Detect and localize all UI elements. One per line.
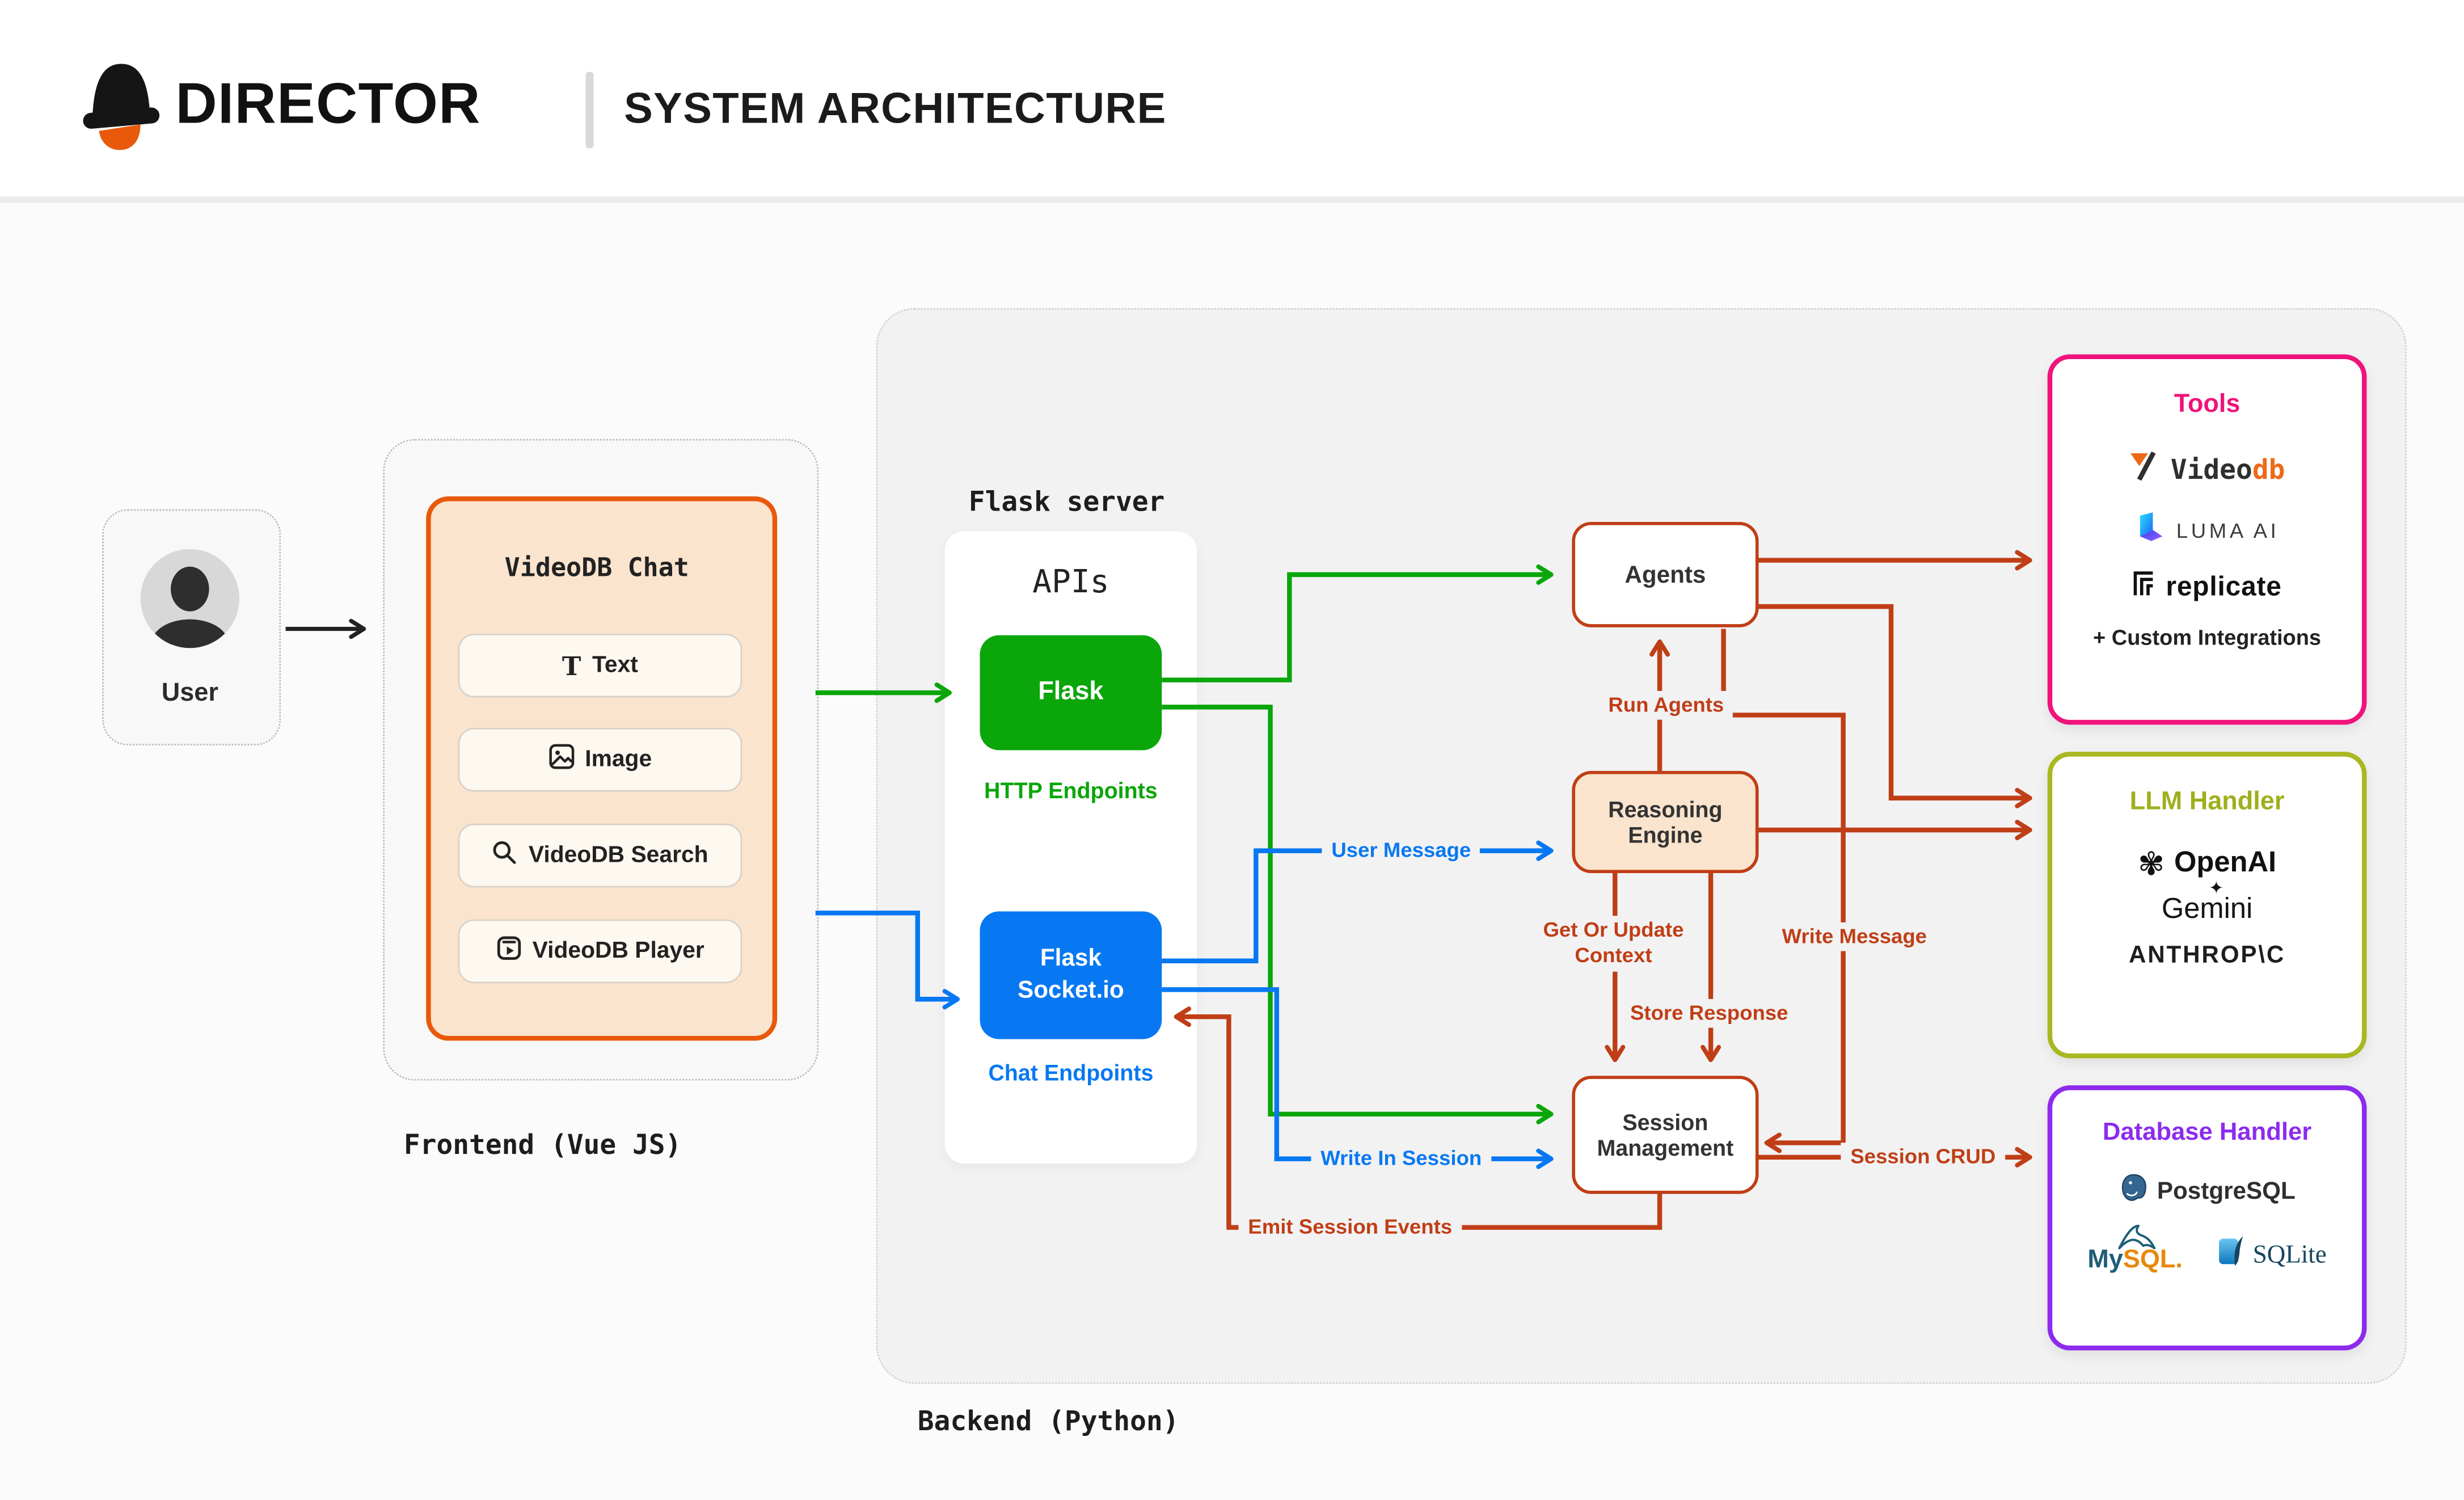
http-endpoints-label: HTTP Endpoints: [984, 777, 1158, 803]
header-divider: [585, 71, 594, 149]
player-icon: [496, 936, 521, 967]
postgresql-logo: PostgreSQL: [2052, 1173, 2362, 1210]
agents-node-label: Agents: [1625, 561, 1706, 588]
openai-logo-icon: ✾: [2137, 843, 2165, 882]
sqlite-logo-icon: [2218, 1236, 2243, 1275]
gemini-logo: Gemini ✦: [2052, 879, 2362, 926]
tools-panel-title: Tools: [2174, 391, 2241, 419]
custom-integrations-label: + Custom Integrations: [2093, 625, 2322, 650]
mysql-dolphin-icon: [2116, 1223, 2158, 1259]
image-button[interactable]: Image: [458, 727, 742, 792]
videodb-logo: Videodb: [2052, 451, 2362, 488]
reasoning-engine-node: Reasoning Engine: [1572, 770, 1759, 873]
openai-logo: ✾ OpenAI: [2052, 846, 2362, 879]
database-handler-title: Database Handler: [2102, 1119, 2312, 1147]
backend-caption: Backend (Python): [917, 1406, 1179, 1438]
app-header: DIRECTOR SYSTEM ARCHITECTURE: [0, 0, 2464, 203]
agents-node: Agents: [1572, 522, 1759, 627]
sqlite-logo: SQLite: [2218, 1236, 2327, 1275]
videodb-search-button[interactable]: VideoDB Search: [458, 823, 742, 888]
image-icon: [549, 744, 574, 776]
anthropic-logo-label: ANTHROP\C: [2128, 941, 2286, 969]
write-in-session-label: Write In Session: [1311, 1144, 1492, 1174]
gemini-sparkle-icon: ✦: [2209, 879, 2224, 899]
get-or-update-context-label: Get Or Update Context: [1530, 916, 1697, 971]
text-icon: T: [562, 650, 581, 681]
videodb-player-button[interactable]: VideoDB Player: [458, 919, 742, 984]
flask-node-label: Flask: [1038, 678, 1104, 706]
mysql-logo-word2: SQL: [2123, 1246, 2176, 1274]
chat-endpoints-label: Chat Endpoints: [988, 1060, 1154, 1086]
luma-logo-icon: [2135, 511, 2167, 550]
videodb-logo-word2: db: [2252, 454, 2285, 486]
mysql-logo-word1: My: [2087, 1246, 2123, 1274]
flask-node: Flask: [980, 635, 1162, 751]
user-label: User: [161, 680, 218, 707]
director-hat-icon: [80, 61, 163, 158]
search-icon: [492, 840, 517, 871]
llm-handler-panel: LLM Handler ✾ OpenAI Gemini ✦ ANTHROP\C: [2047, 752, 2367, 1059]
text-button[interactable]: T Text: [458, 633, 742, 698]
emit-session-events-label: Emit Session Events: [1238, 1212, 1462, 1242]
database-handler-panel: Database Handler PostgreSQL MySQL.: [2047, 1085, 2367, 1351]
tools-panel: Tools Videodb LUMA AI: [2047, 354, 2367, 725]
reasoning-engine-node-label: Reasoning Engine: [1608, 796, 1723, 848]
session-management-node: Session Management: [1572, 1076, 1759, 1194]
mysql-logo: MySQL.: [2087, 1224, 2183, 1275]
videodb-search-button-label: VideoDB Search: [528, 842, 708, 869]
user-message-label: User Message: [1322, 836, 1481, 866]
frontend-caption: Frontend (Vue JS): [403, 1130, 682, 1162]
luma-logo-label: LUMA AI: [2176, 519, 2280, 543]
replicate-logo-label: replicate: [2166, 570, 2282, 601]
write-message-label: Write Message: [1772, 922, 1936, 952]
gemini-logo-label: Gemini ✦: [2162, 879, 2252, 926]
text-button-label: Text: [592, 652, 638, 679]
videodb-player-button-label: VideoDB Player: [532, 938, 704, 964]
brand-name: DIRECTOR: [175, 70, 481, 136]
openai-logo-label: OpenAI: [2174, 846, 2277, 878]
llm-handler-title: LLM Handler: [2129, 788, 2285, 816]
user-avatar: [140, 549, 240, 648]
postgresql-logo-label: PostgreSQL: [2157, 1178, 2296, 1206]
videodb-logo-icon: [2129, 451, 2161, 488]
videodb-chat-title: VideoDB Chat: [504, 552, 689, 583]
session-management-node-label: Session Management: [1597, 1109, 1734, 1161]
replicate-logo-icon: [2132, 570, 2156, 603]
session-crud-label: Session CRUD: [1841, 1143, 2006, 1172]
store-response-label: Store Response: [1621, 998, 1798, 1029]
videodb-logo-word1: Video: [2170, 454, 2252, 486]
page-title: SYSTEM ARCHITECTURE: [624, 85, 1167, 133]
replicate-logo: replicate: [2052, 570, 2362, 603]
sqlite-logo-label: SQLite: [2252, 1241, 2327, 1269]
run-agents-label: Run Agents: [1598, 690, 1734, 720]
apis-label: APIs: [1032, 562, 1109, 600]
postgresql-logo-icon: [2119, 1173, 2147, 1210]
luma-logo: LUMA AI: [2052, 511, 2362, 550]
flask-server-label: Flask server: [968, 487, 1165, 519]
image-button-label: Image: [585, 747, 652, 773]
